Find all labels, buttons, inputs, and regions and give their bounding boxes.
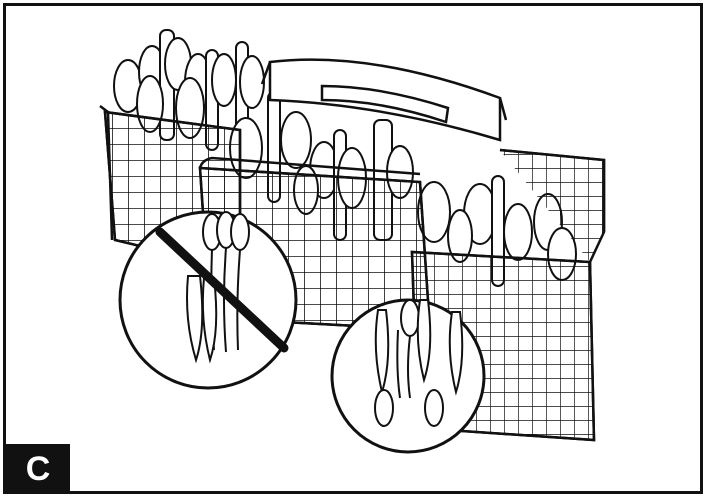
correct-arrangement-circle — [332, 300, 484, 452]
panel-label: C — [6, 444, 70, 494]
incorrect-arrangement-circle — [120, 212, 296, 388]
